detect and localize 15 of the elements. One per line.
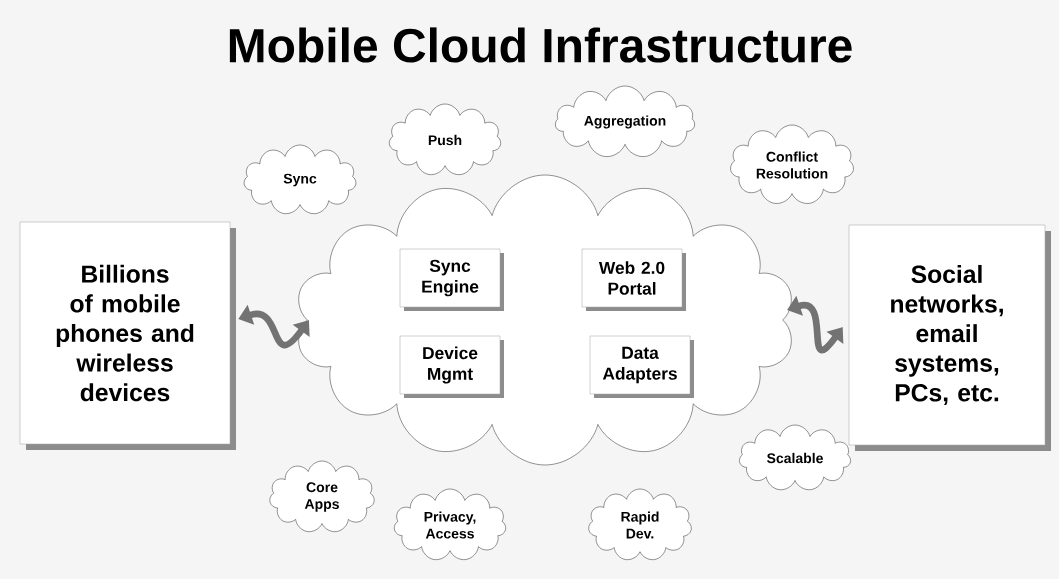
- component-box: Data Adapters: [589, 335, 694, 398]
- text-box: Social networks, email systems, PCs, etc.: [848, 224, 1051, 451]
- component-box: Sync Engine: [399, 248, 504, 311]
- cloud-bubble: Privacy, Access: [394, 488, 506, 560]
- title: Mobile Cloud Infrastructure: [229, 27, 852, 63]
- component-box: Web 2.0 Portal: [581, 248, 686, 311]
- cloud-bubble: Aggregation: [555, 85, 695, 157]
- text-box: Billions of mobile phones and wireless devices: [19, 221, 236, 450]
- cloud-bubble: Core Apps: [269, 460, 375, 532]
- cloud-bubble: Push: [389, 103, 501, 175]
- cloud-bubble: Sync: [243, 144, 357, 214]
- cloud-bubble: Scalable: [739, 424, 851, 491]
- cloud-bubble: Rapid Dev.: [588, 488, 692, 560]
- cloud-bubble: Conflict Resolution: [730, 124, 854, 204]
- component-box: Device Mgmt: [399, 335, 504, 398]
